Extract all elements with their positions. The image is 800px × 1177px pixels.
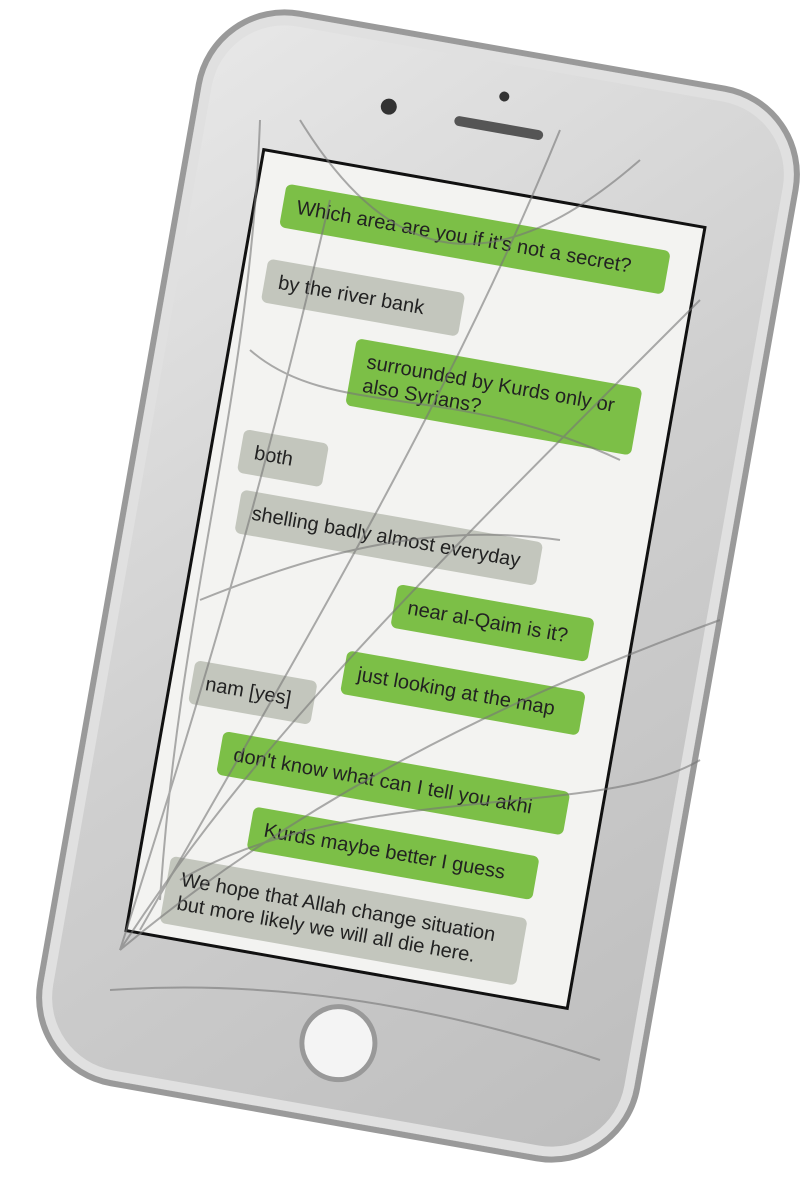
earpiece-speaker — [453, 115, 544, 141]
message-sent: surrounded by Kurds only or also Syrians… — [345, 338, 643, 456]
sensor-dot — [498, 90, 511, 103]
message-received: shelling badly almost everyday — [234, 489, 544, 586]
message-received: by the river bank — [260, 258, 466, 337]
message-received: both — [236, 429, 330, 488]
message-received: nam [yes] — [187, 660, 318, 725]
front-camera-icon — [379, 97, 399, 116]
home-button[interactable] — [293, 997, 384, 1089]
message-sent: near al-Qaim is it? — [390, 584, 595, 663]
message-sent: just looking at the map — [339, 650, 586, 736]
